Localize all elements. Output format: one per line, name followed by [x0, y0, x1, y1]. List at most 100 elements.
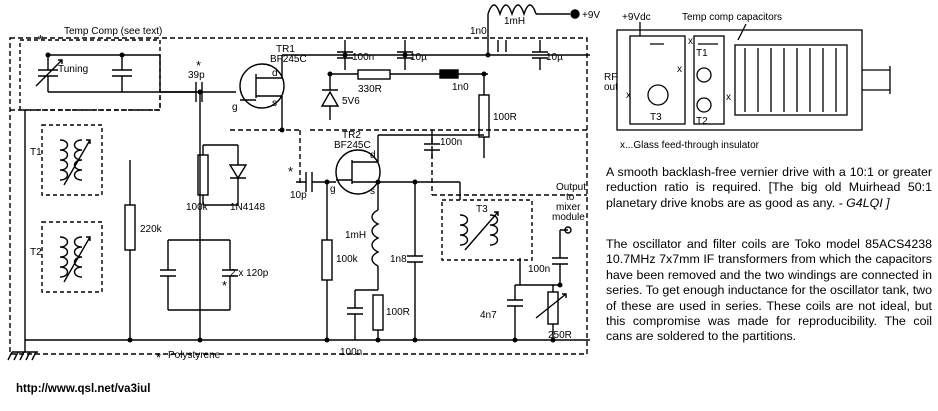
rf-out-label-1: RF: [604, 72, 617, 83]
photo-x-1: x: [688, 36, 693, 47]
capacitor-1n0-top: [497, 40, 507, 52]
photo-t2: T2: [696, 116, 708, 127]
photo-x-3: x: [726, 92, 731, 103]
r100k-b-label: 100k: [336, 254, 359, 265]
transformer-t2: [41, 221, 103, 293]
tr1-transistor: [239, 63, 285, 109]
capacitor-100n-bottom: [347, 289, 378, 340]
g-label-tr1: g: [232, 102, 238, 113]
zener-diode-5v6: [320, 74, 340, 120]
c100n-out-label: 100n: [528, 264, 550, 275]
output-label-1: Output: [556, 182, 586, 193]
photo-x-4: x: [626, 90, 631, 101]
d-label-tr1: d: [272, 68, 278, 79]
shield-partition: [10, 90, 587, 196]
r220k-label: 220k: [140, 224, 163, 235]
tr2-label: TR2: [342, 130, 361, 141]
s-label-tr1: s: [272, 98, 277, 109]
photo-caption: x...Glass feed-through insulator: [620, 140, 760, 151]
tuning-capacitor: [35, 55, 63, 92]
temp-comp-caps-label: Temp comp capacitors: [682, 12, 782, 23]
capacitor-10u-b: [532, 40, 548, 70]
photo-t3: T3: [650, 112, 662, 123]
svg-text:*: *: [156, 350, 161, 365]
photo-x-2: x: [677, 64, 682, 75]
rf-out-label-2: out: [604, 82, 618, 93]
svg-text:*: *: [38, 32, 43, 47]
output-label-4: module: [552, 212, 585, 223]
resistor-330r: [357, 69, 391, 80]
c10u-b-label: 10µ: [546, 52, 563, 63]
d-label-tr2: d: [370, 150, 376, 161]
capacitor-100n-mid: [424, 135, 440, 158]
tr1-label: TR1: [276, 44, 295, 55]
vdc-label: +9Vdc: [622, 12, 651, 23]
r250r-label: 250R: [548, 330, 572, 341]
supply-label: +9V: [582, 10, 600, 21]
inductor-1mh-top: [487, 4, 537, 17]
capacitor-100n-top: [337, 40, 353, 70]
capacitor-1n0-feed: [439, 69, 459, 79]
diode-label: 1N4148: [230, 202, 265, 213]
c1n8-label: 1n8: [390, 254, 407, 265]
description-paragraph-1: A smooth backlash-free vernier drive wit…: [606, 165, 932, 211]
tuning-label: Tuning: [58, 64, 88, 75]
svg-text:*: *: [196, 58, 201, 73]
transformer-t3: [441, 199, 533, 261]
polystyrene-note: Polystyrene: [168, 350, 221, 361]
transformer-t1: [41, 124, 103, 196]
capacitor-39p: [160, 82, 236, 102]
inductor-1mh-mid: [371, 209, 380, 267]
r100r-top-label: 100R: [493, 112, 517, 123]
c1n0-top-label: 1n0: [470, 26, 487, 37]
resistor-100r-bottom: [372, 294, 384, 331]
c2x120p-label: 2 x 120p: [230, 268, 269, 279]
tr1-part: BF245C: [270, 54, 307, 65]
tr2-transistor: [335, 149, 381, 195]
s-label-tr2: s: [370, 186, 375, 197]
g-label-tr2: g: [330, 184, 336, 195]
diode-1n4148: [228, 152, 248, 200]
capacitor-4n7: [507, 285, 523, 340]
temp-comp-box: [19, 39, 161, 111]
shield-outline: [9, 37, 588, 355]
t2-label: T2: [30, 247, 42, 258]
r330r-label: 330R: [358, 84, 382, 95]
temp-comp-label: Temp Comp (see text): [64, 26, 162, 37]
photo-t1: T1: [696, 48, 708, 59]
capacitor-2x120p: [160, 239, 238, 311]
inductor-1mh-mid-label: 1mH: [345, 230, 366, 241]
c10p-label: 10p: [290, 190, 307, 201]
ground-symbol: [7, 340, 38, 361]
svg-text:*: *: [222, 278, 227, 293]
t3-label: T3: [476, 204, 488, 215]
c100n-a-label: 100n: [352, 52, 374, 63]
c10u-a-label: 10µ: [410, 52, 427, 63]
capacitor-1n8: [407, 182, 423, 340]
t1-label: T1: [30, 147, 42, 158]
paragraph-1-signature: - G4LQI ]: [838, 195, 890, 210]
r100r-bot-label: 100R: [386, 307, 410, 318]
output-label-2: to: [566, 192, 575, 203]
svg-text:*: *: [288, 164, 293, 179]
resistor-220k: [124, 204, 136, 251]
c4n7-label: 4n7: [480, 310, 497, 321]
c1n0-feed-label: 1n0: [452, 82, 469, 93]
capacitor-10u-a: [397, 40, 413, 70]
c39p-label: 39p: [188, 70, 205, 81]
tr2-part: BF245C: [334, 140, 371, 151]
r100k-a-label: 100k: [186, 202, 209, 213]
source-url: http://www.qsl.net/va3iul: [16, 383, 151, 395]
inductor-1mh-top-label: 1mH: [504, 16, 525, 27]
zener-label: 5V6: [342, 96, 360, 107]
capacitor-100n-output: [552, 229, 568, 285]
temp-comp-capacitor: [112, 55, 132, 92]
description-paragraph-2: The oscillator and filter coils are Toko…: [606, 237, 932, 344]
c100n-bot-label: 100n: [340, 347, 362, 358]
layout-photo: [616, 22, 891, 131]
output-label-3: mixer: [556, 202, 581, 213]
c100n-b-label: 100n: [440, 137, 462, 148]
capacitor-10p: [296, 172, 336, 192]
paragraph-1-text: A smooth backlash-free vernier drive wit…: [606, 165, 932, 210]
